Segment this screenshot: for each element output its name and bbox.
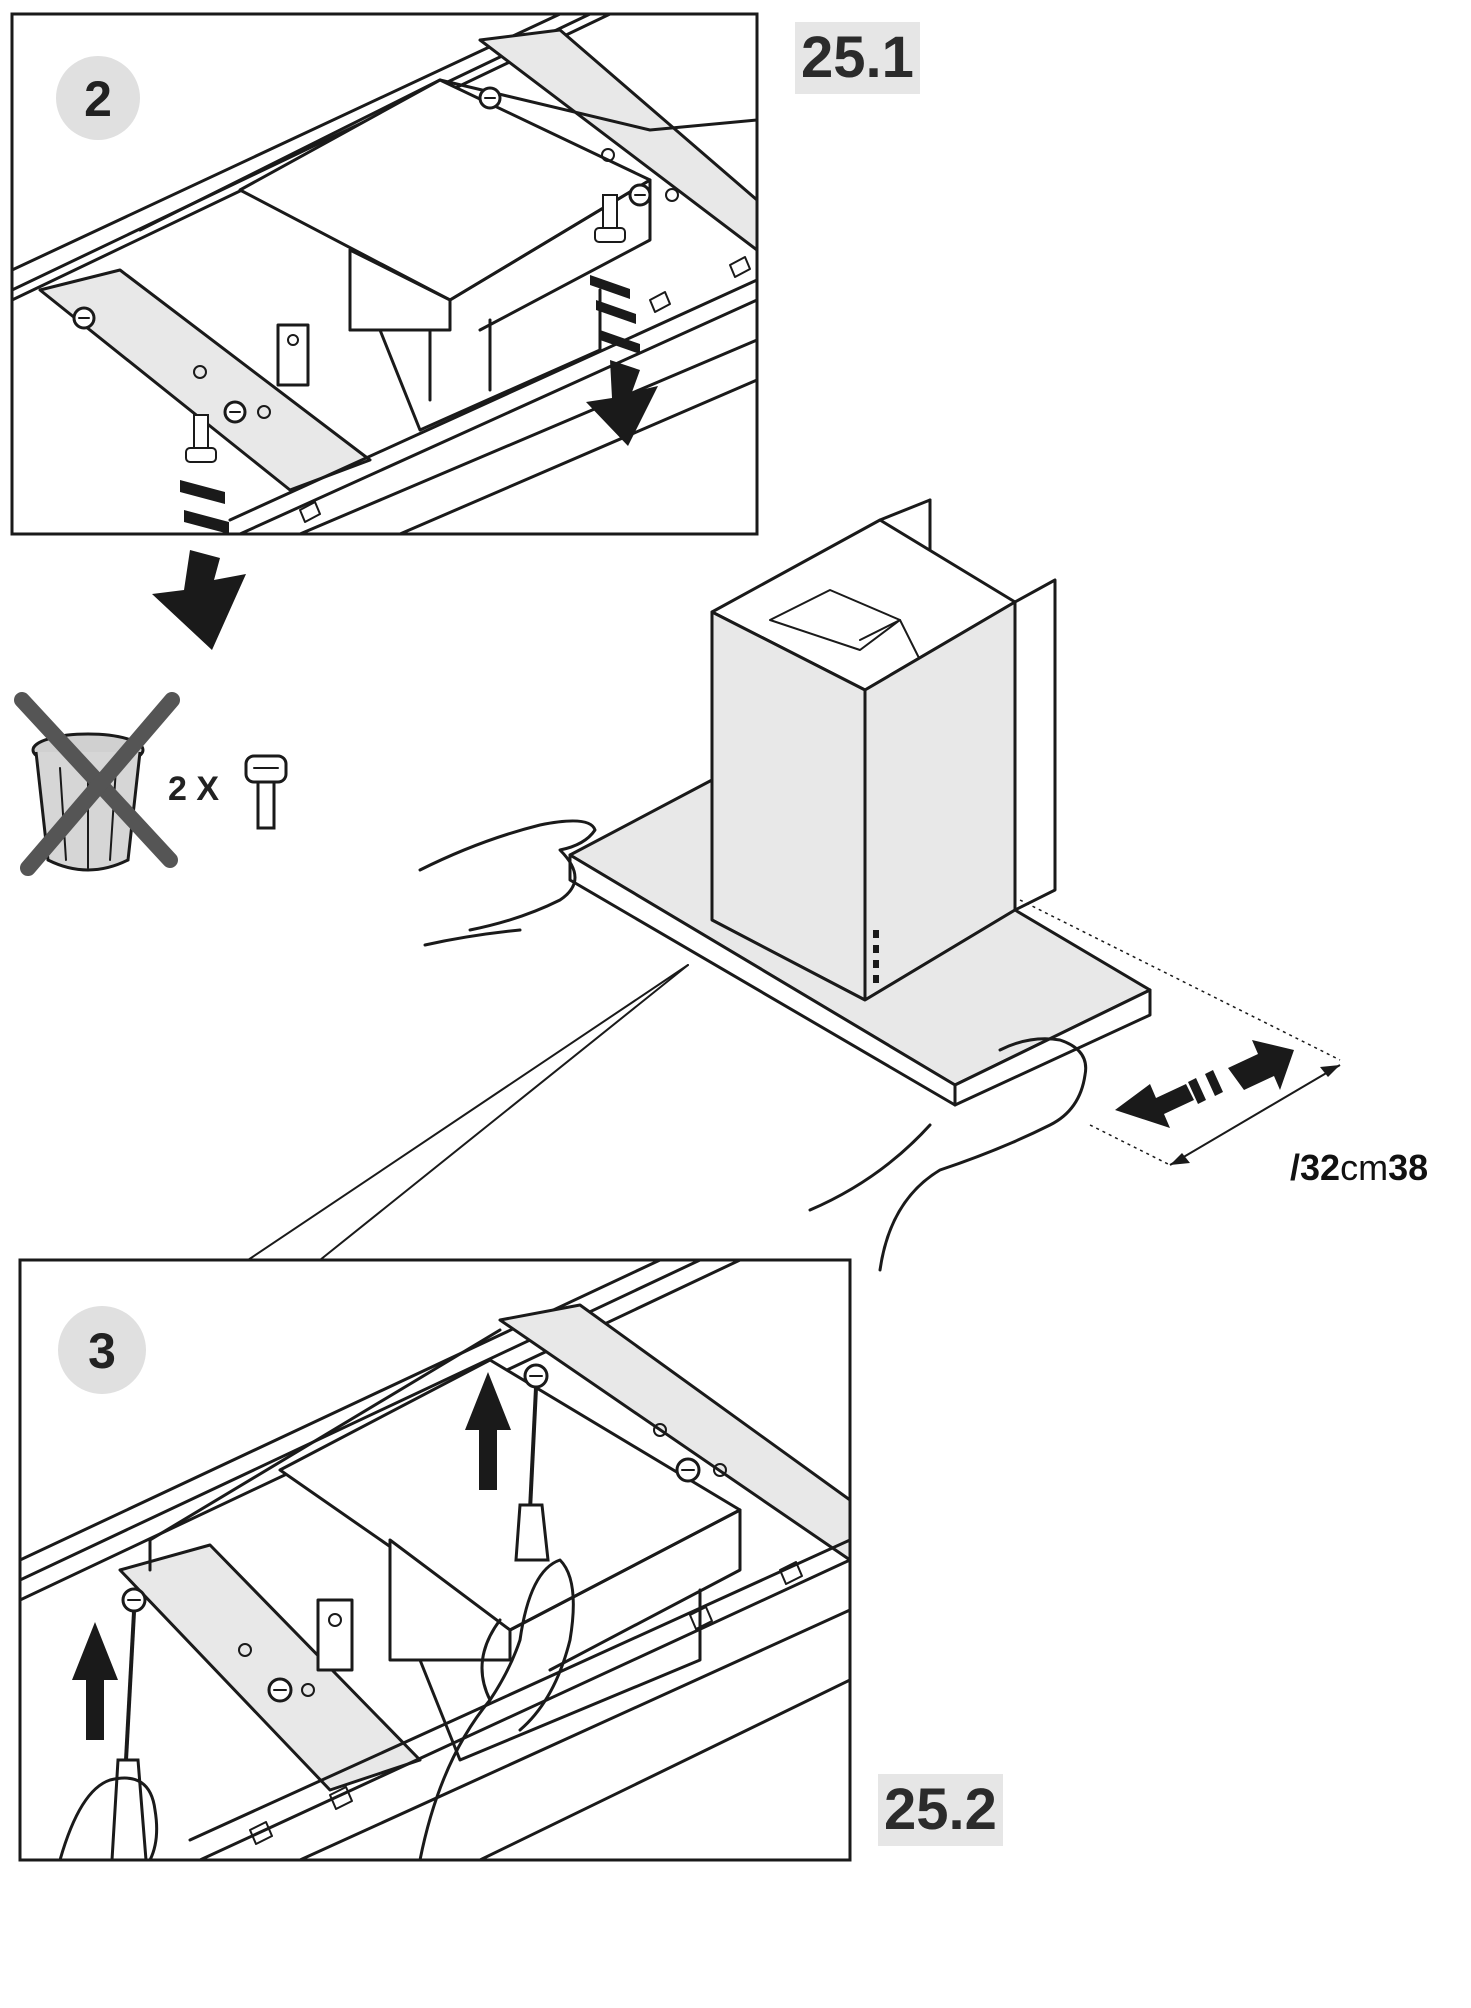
step-2-down-arrow-left [152, 480, 246, 650]
depth-adjustment-dimension: /32cm38 [1019, 899, 1428, 1188]
screw-icon [244, 754, 288, 830]
step-2-removed-screw-left [185, 414, 217, 463]
step-2-removed-screw-right [594, 194, 626, 243]
step-2-drawing [12, 14, 757, 534]
hands-holding-canopy [418, 819, 1088, 1272]
step-3-drawing [20, 1260, 850, 1860]
step-2-screw-heads [72, 86, 679, 424]
step-2-front-rail [12, 14, 562, 272]
screwdriver-right [514, 1387, 550, 1562]
step-3-bracket [316, 1598, 354, 1672]
step-2-inset: 2 [10, 12, 759, 536]
step-3-screw-heads [121, 1363, 727, 1703]
step-2-right-flange [478, 28, 757, 252]
slide-double-arrow [1115, 1040, 1294, 1128]
dimension-prefix: / [1290, 1147, 1300, 1188]
step-3-inset: 3 [18, 1258, 852, 1862]
screwdriver-left [110, 1611, 148, 1860]
step-2-badge [56, 56, 140, 140]
dimension-max: 38 [1388, 1147, 1428, 1188]
dimension-min: 32 [1300, 1147, 1340, 1188]
trash-can-crossed-icon [14, 692, 180, 876]
step-3-badge [58, 1306, 146, 1394]
hands-holding-screwdrivers [58, 1558, 575, 1860]
dimension-label: /32cm38 [1290, 1147, 1428, 1188]
step-3-up-arrow-right [465, 1372, 511, 1490]
figure-label-25-1: 25.1 [795, 22, 920, 94]
step-3-up-arrow-left [72, 1622, 118, 1740]
step-3-callout-lines [247, 964, 689, 1261]
discard-quantity: 2 X [168, 770, 219, 808]
step-3-right-flange [498, 1303, 850, 1562]
chimney-hood [568, 498, 1152, 1107]
dimension-unit: cm [1340, 1147, 1388, 1188]
step-2-down-arrow-right [586, 275, 658, 446]
discard-screws-note: 2 X [14, 692, 288, 876]
figure-label-25-2: 25.2 [878, 1774, 1003, 1846]
step-2-number: 2 [84, 71, 112, 127]
chimney-vent-slots [873, 930, 879, 983]
step-3-number: 3 [88, 1323, 116, 1379]
